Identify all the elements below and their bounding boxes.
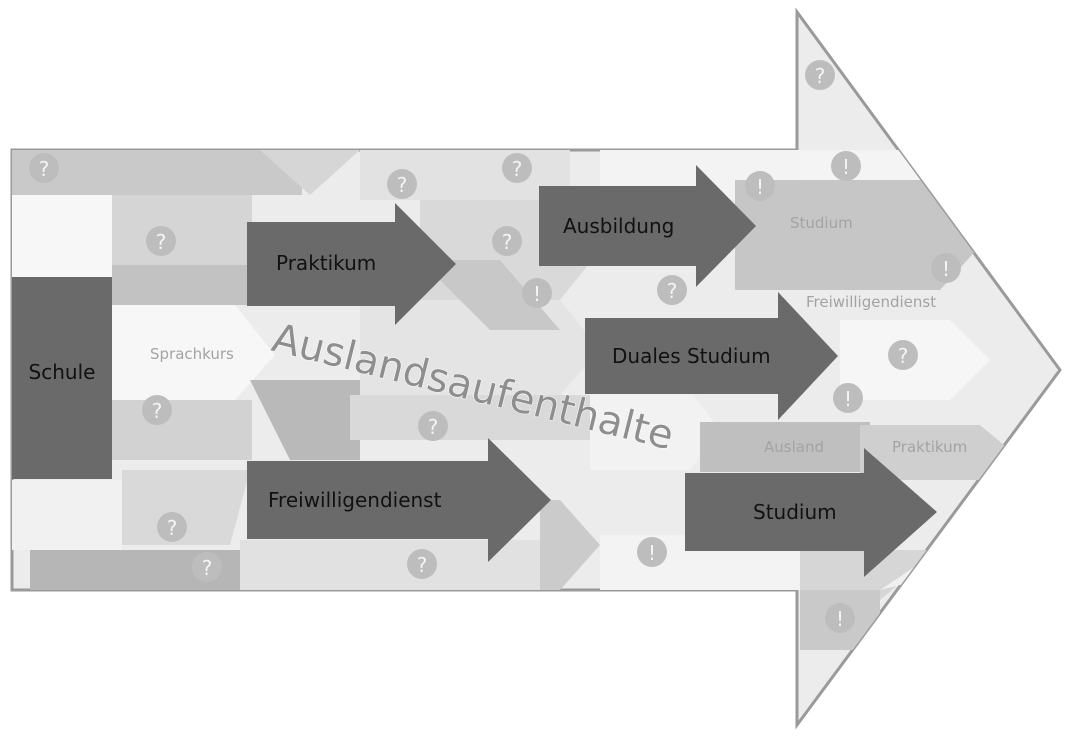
label-sprachkurs: Sprachkurs <box>150 345 234 363</box>
exclamation-badge: ! <box>522 278 552 308</box>
svg-text:?: ? <box>397 173 408 197</box>
question-badge: ? <box>418 411 448 441</box>
svg-text:?: ? <box>417 553 428 577</box>
exclamation-badge: ! <box>931 253 961 283</box>
question-badge: ? <box>146 226 176 256</box>
question-badge: ? <box>492 226 522 256</box>
svg-text:!: ! <box>942 257 950 281</box>
svg-text:?: ? <box>202 556 213 580</box>
question-badge: ? <box>157 512 187 542</box>
svg-text:!: ! <box>533 282 541 306</box>
question-badges: ? ? ? ? ? ? ? ? ? ? ? ? ? <box>29 60 918 582</box>
exclamation-badge: ! <box>833 383 863 413</box>
studium-arrow <box>685 448 937 577</box>
question-badge: ? <box>192 552 222 582</box>
exclamation-badges: ! ! ! ! ! ! ! <box>522 151 961 633</box>
question-badge: ? <box>407 549 437 579</box>
question-badge: ? <box>502 153 532 183</box>
schule-box <box>12 277 112 479</box>
svg-text:!: ! <box>844 387 852 411</box>
svg-text:?: ? <box>156 230 167 254</box>
svg-text:?: ? <box>152 399 163 423</box>
svg-text:?: ? <box>167 516 178 540</box>
studium-label: Studium <box>753 500 837 524</box>
question-badge: ? <box>805 60 835 90</box>
exclamation-badge: ! <box>825 603 855 633</box>
question-badge: ? <box>657 275 687 305</box>
question-badge: ? <box>29 153 59 183</box>
label-praktikum-light: Praktikum <box>892 438 967 456</box>
label-ausland: Ausland <box>764 438 824 456</box>
ausbildung-label: Ausbildung <box>563 214 674 238</box>
freiwilligendienst-label: Freiwilligendienst <box>268 488 442 512</box>
question-badge: ? <box>142 395 172 425</box>
svg-text:!: ! <box>648 541 656 565</box>
svg-text:!: ! <box>756 175 764 199</box>
schule-label: Schule <box>29 360 96 384</box>
praktikum-arrow <box>247 203 456 325</box>
label-freiwilligendienst-light: Freiwilligendienst <box>806 293 936 311</box>
svg-text:?: ? <box>39 157 50 181</box>
svg-text:?: ? <box>512 157 523 181</box>
duales-studium-arrow <box>585 292 838 420</box>
svg-text:!: ! <box>836 607 844 631</box>
question-badge: ? <box>888 340 918 370</box>
question-badge: ? <box>387 169 417 199</box>
freiwilligendienst-arrow <box>247 438 551 562</box>
svg-text:!: ! <box>842 155 850 179</box>
exclamation-badge: ! <box>831 151 861 181</box>
exclamation-badge: ! <box>637 537 667 567</box>
svg-text:?: ? <box>502 230 513 254</box>
svg-text:?: ? <box>667 279 678 303</box>
svg-text:?: ? <box>815 64 826 88</box>
exclamation-badge: ! <box>745 171 775 201</box>
label-studium-light: Studium <box>790 214 853 232</box>
ausbildung-arrow <box>539 165 756 287</box>
svg-text:?: ? <box>428 415 439 439</box>
praktikum-label: Praktikum <box>276 251 376 275</box>
duales-studium-label: Duales Studium <box>612 344 771 368</box>
svg-text:?: ? <box>898 344 909 368</box>
